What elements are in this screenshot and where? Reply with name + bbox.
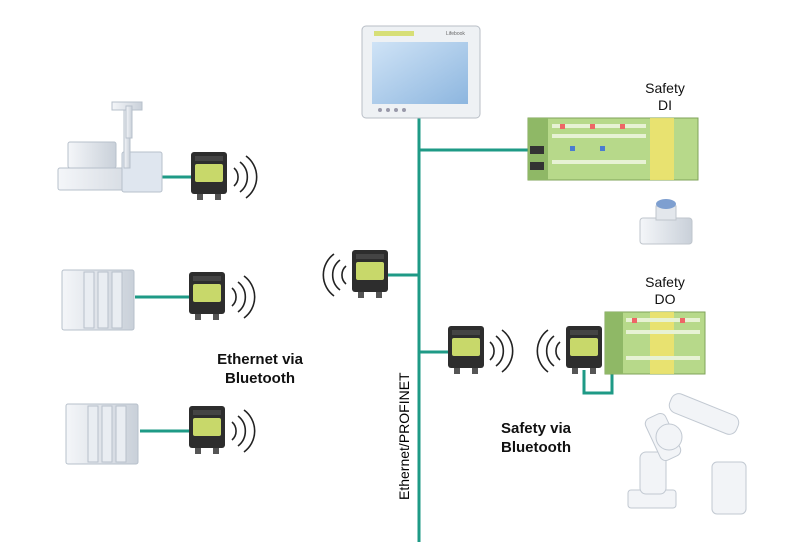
link-safety-radio-right <box>582 370 614 395</box>
safety-switch <box>639 199 693 245</box>
bluetooth-radio-plc-2 <box>189 406 225 454</box>
hmi-panel <box>361 25 481 119</box>
network-lines <box>135 118 614 542</box>
label-safety-do: Safety DO <box>630 274 700 308</box>
bluetooth-radio-safety-right <box>566 326 602 374</box>
bluetooth-radio-center <box>352 250 388 298</box>
plc-rack-1 <box>61 269 135 331</box>
label-line: DI <box>658 97 672 113</box>
bluetooth-radio-safety-left <box>448 326 484 374</box>
label-line: Bluetooth <box>501 439 571 456</box>
plc-rack-2 <box>65 403 139 465</box>
label-line: Bluetooth <box>225 370 295 387</box>
wireless-waves-icon <box>536 329 561 373</box>
safety-di-module <box>527 117 699 181</box>
hmi-brand: Lifebook <box>446 31 465 37</box>
wireless-waves-icon <box>231 275 256 319</box>
bluetooth-radio-robot-cell <box>191 152 227 200</box>
robot-arm <box>627 393 747 515</box>
wireless-waves-icon <box>233 155 258 199</box>
safety-do-module <box>604 311 706 375</box>
bluetooth-radio-plc-1 <box>189 272 225 320</box>
label-ethernet-via-bluetooth: Ethernet via Bluetooth <box>205 350 315 388</box>
label-line: Safety via <box>500 420 572 437</box>
wireless-waves-icon <box>322 253 347 297</box>
label-safety-di: Safety DI <box>630 80 700 114</box>
label-safety-via-bluetooth: Safety via Bluetooth <box>486 419 586 457</box>
robot-cell <box>57 101 163 193</box>
label-ethernet-profinet: Ethernet/PROFINET <box>396 372 412 500</box>
label-line: Ethernet via <box>217 351 303 368</box>
label-line: Safety <box>645 274 685 290</box>
wireless-waves-icon <box>231 409 256 453</box>
label-line: DO <box>654 291 676 307</box>
wireless-waves-icon <box>489 329 514 373</box>
label-line: Safety <box>645 80 685 96</box>
